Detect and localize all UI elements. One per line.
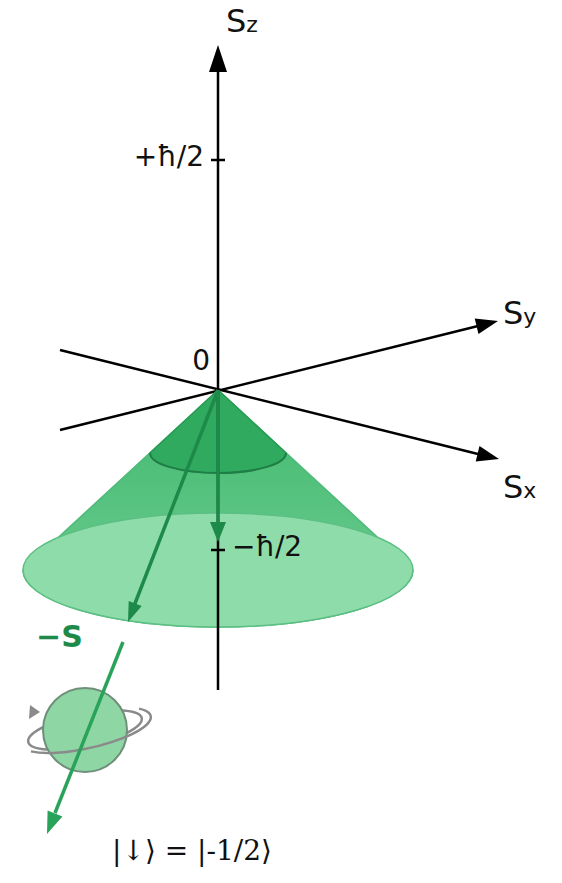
spin-axis-arrowhead <box>47 811 62 834</box>
sx-arrowhead <box>476 446 499 462</box>
particle-sphere <box>43 688 127 772</box>
axis-label: Sz <box>226 4 258 39</box>
rotation-arrowhead <box>29 705 40 719</box>
projection-arrow <box>216 390 220 526</box>
tick-mark <box>211 549 225 552</box>
sy-arrowhead <box>475 318 498 334</box>
axis-label: Sx <box>503 470 536 505</box>
sz-axis <box>217 68 220 690</box>
vector-label: −S <box>36 620 83 653</box>
tick-value: −ħ/2 <box>232 532 302 563</box>
axis-label: Sy <box>503 296 536 331</box>
sz-arrowhead <box>209 45 227 72</box>
spin-axis-arrow <box>55 642 123 813</box>
tick-mark <box>211 159 225 162</box>
projection-arrowhead <box>210 522 226 542</box>
spin-vector <box>134 390 218 606</box>
state-label: |↓⟩ = |-1/2⟩ <box>112 836 272 867</box>
rotation-orbit-front <box>27 707 155 761</box>
spin-arrowhead <box>128 601 142 622</box>
tick-value: +ħ/2 <box>134 142 204 173</box>
origin-label: 0 <box>192 346 210 377</box>
sy-axis <box>60 326 480 431</box>
